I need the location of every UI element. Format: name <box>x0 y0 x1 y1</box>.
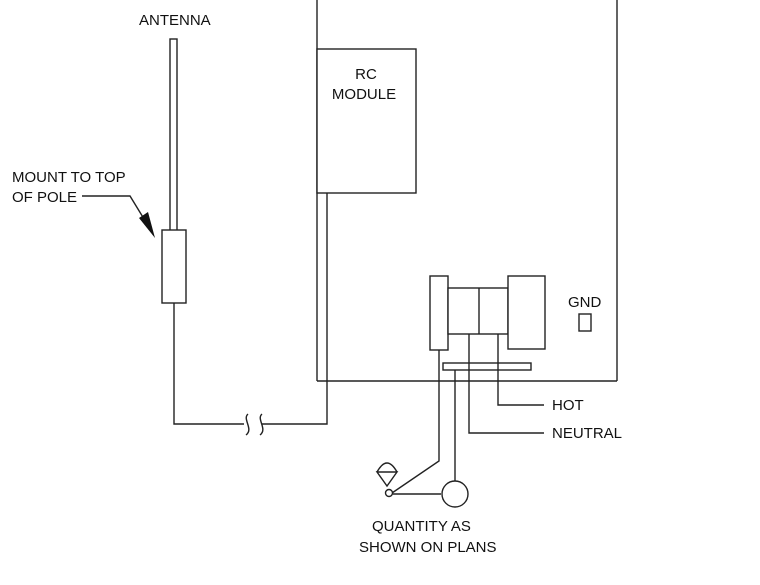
quantity-label-line2: SHOWN ON PLANS <box>359 539 497 556</box>
fixture-symbol <box>375 462 399 498</box>
antenna-cable <box>173 193 328 436</box>
ground-terminal <box>578 313 592 332</box>
fixture-circle <box>441 480 469 508</box>
antenna <box>161 38 187 304</box>
mount-label-line1: MOUNT TO TOP <box>12 169 126 186</box>
terminal-block <box>429 275 546 371</box>
gnd-label: GND <box>568 294 602 311</box>
quantity-label-line1: QUANTITY AS <box>372 518 471 535</box>
neutral-wire <box>468 334 544 434</box>
neutral-label: NEUTRAL <box>552 425 622 442</box>
rc-module-label-line2: MODULE <box>332 86 396 103</box>
antenna-label: ANTENNA <box>139 12 211 29</box>
hot-label: HOT <box>552 397 584 414</box>
rc-module-box <box>316 48 417 194</box>
load-wiring <box>391 350 456 495</box>
hot-wire <box>497 334 544 406</box>
rc-module-label-line1: RC <box>355 66 377 83</box>
mount-label-line2: OF POLE <box>12 189 77 206</box>
mount-leader-arrow <box>82 195 155 238</box>
